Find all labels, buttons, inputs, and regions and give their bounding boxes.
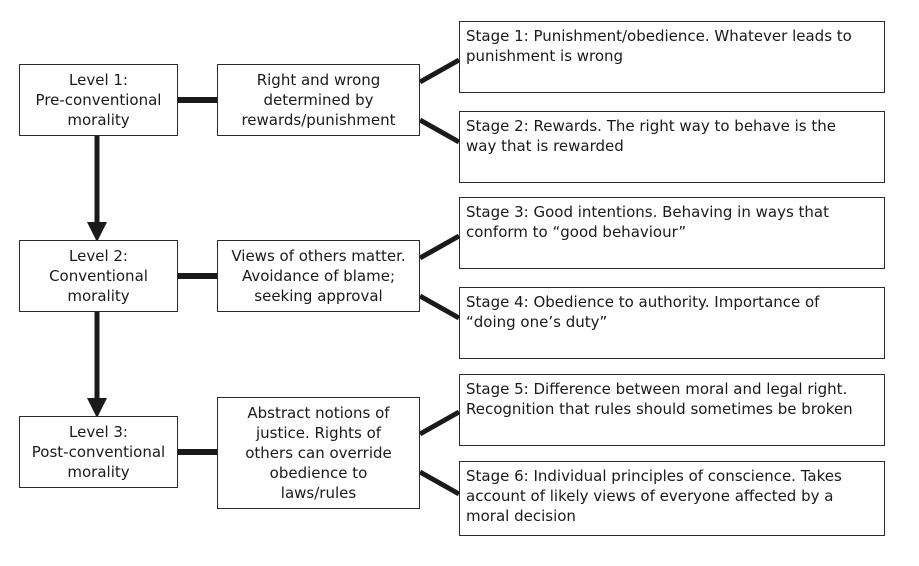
stage-5-box: Stage 5: Difference between moral and le… (459, 374, 885, 446)
connector-desc1-stage2 (418, 117, 461, 145)
stage-4-text: Stage 4: Obedience to authority. Importa… (466, 293, 820, 331)
stage-1-box: Stage 1: Punishment/obedience. Whatever … (459, 21, 885, 93)
stage-4-box: Stage 4: Obedience to authority. Importa… (459, 287, 885, 359)
level-3-description-box: Abstract notions of justice. Rights of o… (217, 397, 420, 509)
stage-2-box: Stage 2: Rewards. The right way to behav… (459, 111, 885, 183)
level-2-description: Views of others matter. Avoidance of bla… (231, 247, 406, 305)
level-2-description-box: Views of others matter. Avoidance of bla… (217, 240, 420, 312)
level-2-box: Level 2: Conventional morality (19, 240, 178, 312)
stage-1-text: Stage 1: Punishment/obedience. Whatever … (466, 27, 852, 65)
stage-3-text: Stage 3: Good intentions. Behaving in wa… (466, 203, 830, 241)
connector-desc3-stage6 (418, 469, 461, 497)
level-1-description: Right and wrong determined by rewards/pu… (241, 71, 396, 129)
stage-6-text: Stage 6: Individual principles of consci… (466, 467, 842, 525)
level-3-description: Abstract notions of justice. Rights of o… (245, 404, 392, 502)
level-1-label: Level 1: Pre-conventional morality (35, 71, 162, 129)
stage-6-box: Stage 6: Individual principles of consci… (459, 461, 885, 536)
level-1-box: Level 1: Pre-conventional morality (19, 64, 178, 136)
level-3-label: Level 3: Post-conventional morality (31, 423, 166, 481)
stage-5-text: Stage 5: Difference between moral and le… (466, 380, 853, 418)
stage-3-box: Stage 3: Good intentions. Behaving in wa… (459, 197, 885, 269)
connector-desc1-stage1 (418, 57, 461, 85)
level-1-description-box: Right and wrong determined by rewards/pu… (217, 64, 420, 136)
connector-desc2-stage3 (418, 233, 461, 261)
connector-desc2-stage4 (418, 293, 461, 321)
level-3-box: Level 3: Post-conventional morality (19, 416, 178, 488)
connector-desc3-stage5 (418, 409, 461, 437)
level-2-label: Level 2: Conventional morality (49, 247, 148, 305)
stage-2-text: Stage 2: Rewards. The right way to behav… (466, 117, 836, 155)
